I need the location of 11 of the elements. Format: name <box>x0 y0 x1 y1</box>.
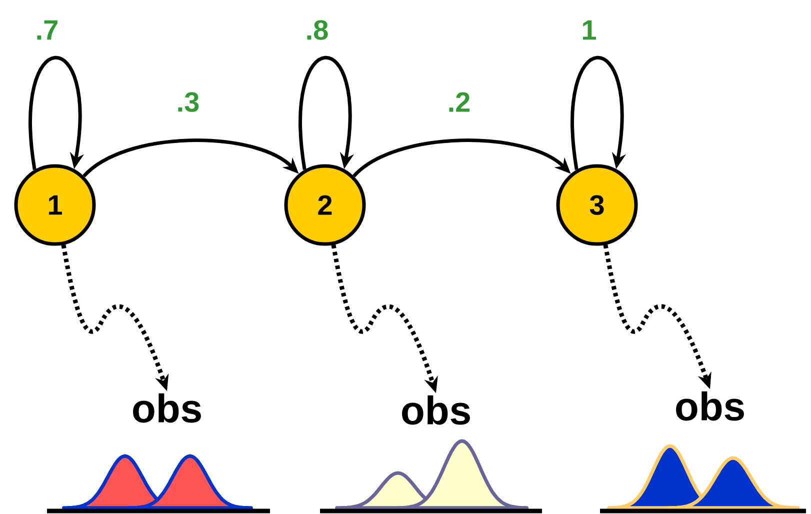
probability-label: .8 <box>307 20 328 40</box>
probability-label: .7 <box>37 20 58 40</box>
probability-label: .2 <box>449 92 470 112</box>
observation-label: obs <box>133 393 201 423</box>
observation-label: obs <box>676 391 744 421</box>
self-loop-arrow <box>28 56 84 170</box>
probability-label: 1 <box>582 20 596 40</box>
self-loop-arrow <box>570 56 626 170</box>
self-loop-arrow <box>298 56 354 170</box>
observation-label: obs <box>402 395 470 425</box>
probability-label: .3 <box>178 92 199 112</box>
